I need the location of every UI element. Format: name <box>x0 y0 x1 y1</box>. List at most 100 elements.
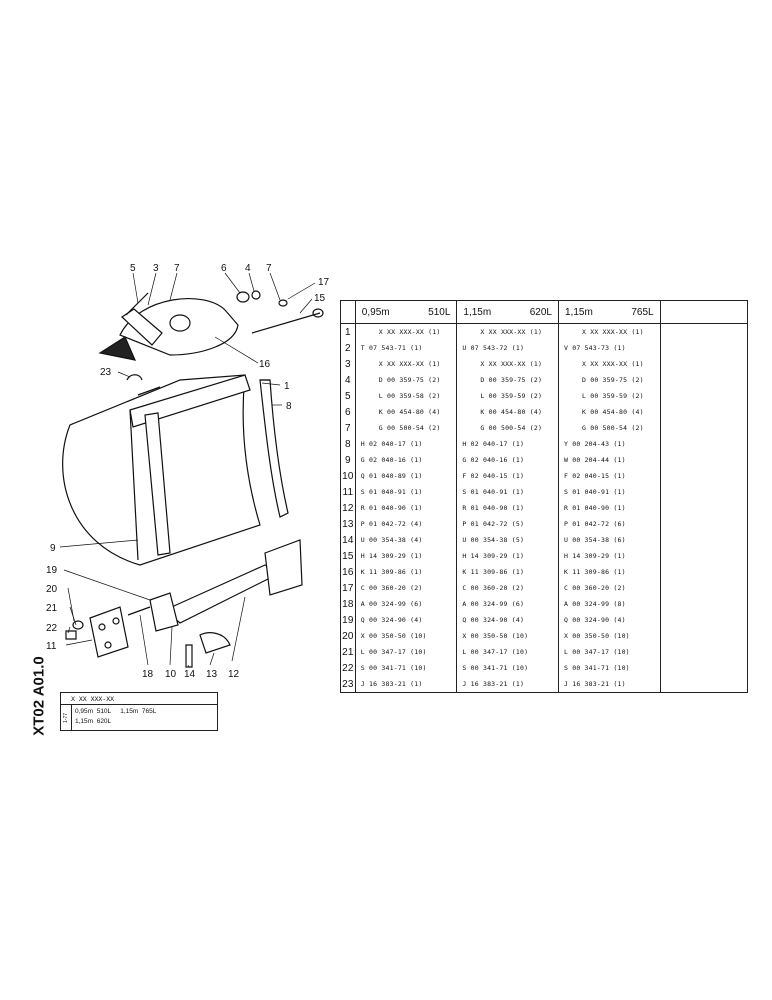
row-number: 18 <box>340 596 356 612</box>
part-number-cell: K 11 309-86 (1) <box>456 564 559 580</box>
callout-20: 20 <box>46 584 58 595</box>
part-number-cell: L 00 359-59 (2) <box>456 388 559 404</box>
part-number-cell: K 00 454-80 (4) <box>557 404 661 420</box>
callout-15: 15 <box>314 293 326 304</box>
part-number-cell: L 00 347-17 (10) <box>354 644 457 660</box>
part-number-cell: K 00 454-80 (4) <box>456 404 559 420</box>
callout-17: 17 <box>318 277 330 288</box>
row-number: 3 <box>340 356 356 372</box>
callout-9: 9 <box>50 543 56 554</box>
variant-legend-box: X XX XXX-XX 1-77 0,95m 510L 1,15m 765L 1… <box>60 692 218 731</box>
blank-cell <box>659 372 749 388</box>
part-number-cell: U 07 543-72 (1) <box>456 340 559 356</box>
row-number: 23 <box>340 676 356 693</box>
variant-size: 1,15m <box>75 718 94 725</box>
row-number: 6 <box>340 404 356 420</box>
cutting-edge-8 <box>259 379 289 518</box>
header-size: 1,15m <box>564 306 593 318</box>
callout-5: 5 <box>130 263 136 274</box>
hook-23 <box>126 374 143 381</box>
callout-23: 23 <box>100 367 112 378</box>
part-number-cell: Q 00 324-90 (4) <box>557 612 661 628</box>
blank-cell <box>659 516 749 532</box>
bucket-side <box>62 374 261 566</box>
part-number-cell: L 00 347-17 (10) <box>557 644 661 660</box>
callout-7: 7 <box>174 263 180 274</box>
hinge-body <box>119 298 239 356</box>
part-number-cell: D 00 359-75 (2) <box>557 372 661 388</box>
bucket-rib <box>144 412 171 556</box>
part-number-cell: G 00 500-54 (2) <box>354 420 457 436</box>
callout-4: 4 <box>245 263 251 274</box>
callout-10: 10 <box>165 669 177 680</box>
clip-17 <box>278 299 288 307</box>
blank-cell <box>659 420 749 436</box>
nut-4 <box>251 290 261 300</box>
variant-row-2: 1,15m 620L <box>75 718 111 725</box>
retainer-13 <box>199 632 231 654</box>
part-number-cell: L 00 359-58 (2) <box>354 388 457 404</box>
callout-7b: 7 <box>266 263 272 274</box>
part-number-cell: U 00 354-38 (6) <box>557 532 661 548</box>
row-number: 11 <box>340 484 356 500</box>
wedge-tip <box>98 336 137 361</box>
callout-18: 18 <box>142 669 154 680</box>
part-number-cell: R 01 040-90 (1) <box>354 500 457 516</box>
part-number-cell: P 01 042-72 (4) <box>354 516 457 532</box>
callout-16: 16 <box>259 359 271 370</box>
part-number-cell: P 01 042-72 (5) <box>456 516 559 532</box>
part-number-cell: L 00 347-17 (10) <box>456 644 559 660</box>
pin-15 <box>251 312 321 334</box>
adapter-end-10 <box>264 539 303 596</box>
part-number-cell: G 00 500-54 (2) <box>557 420 661 436</box>
washer-21 <box>72 620 84 630</box>
row-number: 17 <box>340 580 356 596</box>
part-number-cell: A 00 324-99 (6) <box>354 596 457 612</box>
blank-cell <box>659 548 749 564</box>
part-number-cell: S 01 040-91 (1) <box>557 484 661 500</box>
part-number-cell: Y 00 204-43 (1) <box>557 436 661 452</box>
part-number-cell: C 00 360-20 (2) <box>456 580 559 596</box>
row-number: 9 <box>340 452 356 468</box>
callout-19: 19 <box>46 565 58 576</box>
part-number-cell: X XX XXX-XX (1) <box>456 323 559 340</box>
part-number-cell: V 07 543-73 (1) <box>557 340 661 356</box>
callout-8: 8 <box>286 401 292 412</box>
part-number-cell: K 00 454-80 (4) <box>354 404 457 420</box>
variant-size: 1,15m <box>120 708 139 715</box>
part-number-cell: T 07 543-71 (1) <box>354 340 457 356</box>
header-model: 510L <box>428 306 451 318</box>
part-number-cell: A 00 324-99 (8) <box>557 596 661 612</box>
row-number: 4 <box>340 372 356 388</box>
part-number-cell: X 00 350-50 (10) <box>456 628 559 644</box>
callout-11: 11 <box>46 641 57 652</box>
header-size: 0,95m <box>361 306 390 318</box>
part-number-cell: S 00 341-71 (10) <box>456 660 559 676</box>
part-number-cell: K 11 309-86 (1) <box>557 564 661 580</box>
part-number-cell: K 11 309-86 (1) <box>354 564 457 580</box>
row-number: 2 <box>340 340 356 356</box>
blank-cell <box>659 580 749 596</box>
blank-cell <box>659 676 749 693</box>
variant-model: 510L <box>96 708 112 715</box>
nut-22 <box>65 630 77 640</box>
part-number-cell: X 00 350-50 (10) <box>354 628 457 644</box>
blank-cell <box>659 356 749 372</box>
callout-1: 1 <box>284 381 290 392</box>
variant-size: 0,95m <box>75 708 94 715</box>
part-number-cell: S 00 341-71 (10) <box>354 660 457 676</box>
row-number: 20 <box>340 628 356 644</box>
blank-cell <box>659 468 749 484</box>
